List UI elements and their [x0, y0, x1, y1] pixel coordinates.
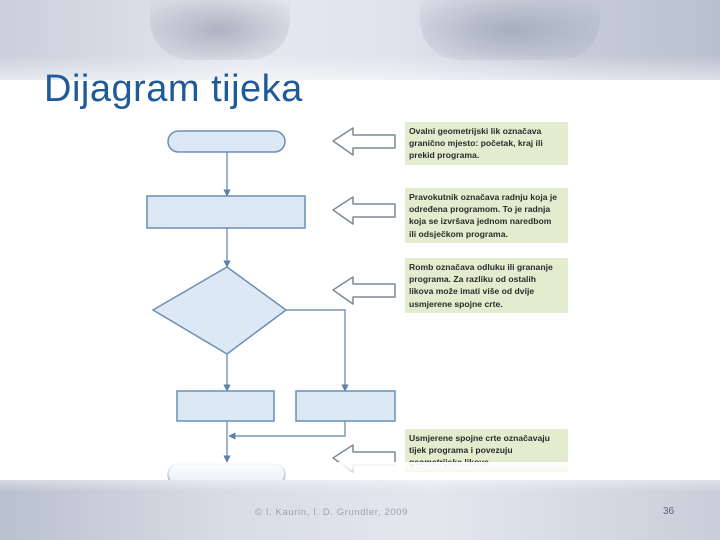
- note-decision-line: likova može imati više od dvije: [409, 286, 535, 297]
- note-connector-line: tijek programa i povezuju: [409, 445, 513, 456]
- footer-copyright: © I. Kaurin, I. D. Grundler, 2009: [255, 507, 409, 518]
- footer-fade: [0, 462, 720, 492]
- connector-lines: [223, 152, 349, 463]
- note-process-line: određena programom. To je radnja: [409, 204, 551, 215]
- note-process-line: Pravokutnik označava radnju koja je: [409, 192, 558, 202]
- note-terminal: Ovalni geometrijski lik označava graničn…: [405, 122, 568, 165]
- connector-decision-to-right: [286, 309, 349, 392]
- flowchart-figure: [145, 120, 570, 488]
- decision-shape: [151, 266, 288, 355]
- decorative-keyboard-shape: [420, 0, 600, 60]
- note-terminal-line: granično mjesto: početak, kraj ili: [409, 138, 543, 149]
- slide-title: Dijagram tijeka: [44, 68, 303, 110]
- terminal-shape-start: [167, 130, 286, 153]
- pointer-arrow-terminal-icon: [332, 127, 396, 156]
- note-decision-line: Romb označava odluku ili grananje: [409, 262, 553, 272]
- note-terminal-line: Ovalni geometrijski lik označava: [409, 126, 542, 136]
- process-shape-left: [176, 390, 275, 422]
- pointer-arrow-decision-icon: [332, 276, 396, 305]
- note-decision-line: programa. Za razliku od ostalih: [409, 274, 537, 285]
- note-process-line: koja se izvršava jednom naredbom: [409, 216, 552, 227]
- note-decision-line: usmjerene spojne crte.: [409, 298, 503, 309]
- note-terminal-line: prekid programa.: [409, 150, 480, 161]
- process-shape: [146, 195, 306, 229]
- note-process: Pravokutnik označava radnju koja je odre…: [405, 188, 568, 243]
- page-number: 36: [663, 506, 675, 517]
- process-shape-right: [295, 390, 396, 422]
- note-decision: Romb označava odluku ili grananje progra…: [405, 258, 568, 313]
- note-connector-line: Usmjerene spojne crte označavaju: [409, 433, 550, 443]
- header-fade: [0, 55, 720, 115]
- note-process-line: ili odsječkom programa.: [409, 228, 508, 239]
- pointer-arrow-process-icon: [332, 196, 396, 225]
- pointer-arrows: [332, 127, 396, 473]
- decorative-hand-shape: [150, 0, 290, 60]
- connector-right-to-merge: [228, 421, 346, 440]
